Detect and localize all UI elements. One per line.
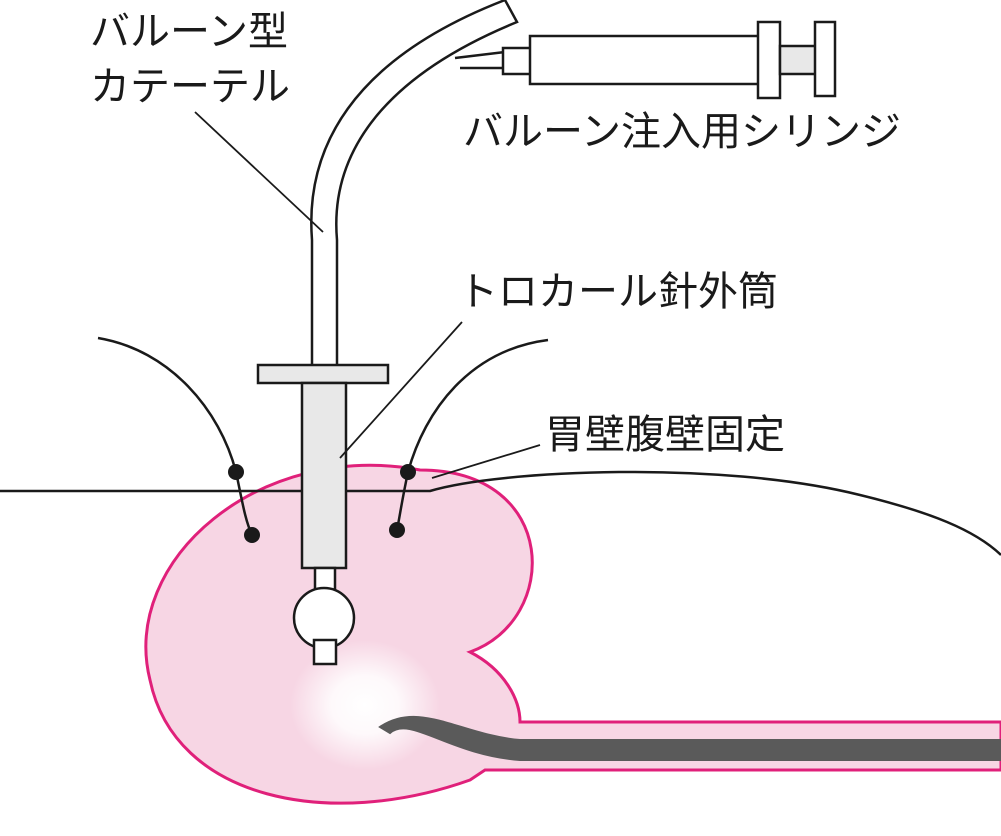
suture-knot-left-upper xyxy=(228,464,244,480)
suture-knot-right-lower xyxy=(389,522,405,538)
syringe-plunger-rod xyxy=(778,44,818,76)
endoscope xyxy=(378,716,1001,761)
suture-knot-right-upper xyxy=(400,464,416,480)
leader-trocar-sheath xyxy=(339,321,463,459)
trocar-sheath xyxy=(300,381,348,570)
label-balloon-catheter-line2: カテーテル xyxy=(90,64,290,110)
syringe-flange xyxy=(756,20,782,100)
abdominal-wall-line xyxy=(0,470,1001,556)
syringe-plunger-head xyxy=(813,20,837,98)
catheter-tip-lower xyxy=(312,638,338,666)
leader-balloon-catheter xyxy=(194,111,324,233)
label-gastropexy: 胃壁腹壁固定 xyxy=(545,412,785,458)
endoscope-light xyxy=(290,640,440,770)
syringe-nozzle xyxy=(501,46,533,76)
label-balloon-catheter-line1: バルーン型 xyxy=(90,9,288,55)
suture-knot-left-lower xyxy=(244,527,260,543)
label-syringe: バルーン注入用シリンジ xyxy=(463,109,901,155)
balloon-catheter-tube xyxy=(310,0,519,370)
trocar-flange xyxy=(256,363,390,385)
syringe-connector-line-1 xyxy=(454,50,506,60)
suture-left xyxy=(97,336,254,536)
leader-gastropexy xyxy=(431,444,541,479)
suture-right xyxy=(395,338,549,531)
syringe-barrel xyxy=(528,34,762,86)
label-trocar-sheath: トロカール針外筒 xyxy=(458,269,778,315)
